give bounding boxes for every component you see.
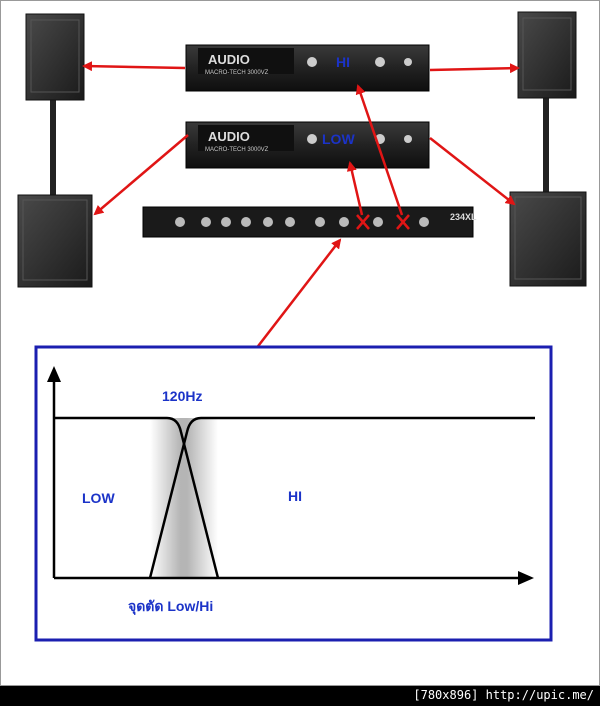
arrow-crossover-to-amp-hi: [355, 84, 404, 216]
speaker-top-left: [25, 13, 85, 195]
crossover-model: 234XL: [450, 212, 477, 222]
crossover-point-label: จุดตัด Low/Hi: [128, 598, 214, 614]
sound-system-diagram: [17, 11, 587, 642]
low-pass-curve: [54, 416, 220, 579]
graph-frame: [34, 345, 553, 642]
amp-hi-brand: AUDIO: [208, 52, 250, 67]
amplifier-low: [185, 121, 430, 169]
amp-low-tag: LOW: [322, 131, 355, 147]
amp-low-model: MACRO-TECH 3000VZ: [205, 147, 269, 153]
arrow-crossover-to-amp-low: [346, 161, 364, 216]
high-pass-curve: [148, 416, 535, 579]
subwoofer-left: [17, 194, 93, 288]
amp-hi-model: MACRO-TECH 3000VZ: [205, 70, 269, 76]
frequency-label: 120Hz: [162, 388, 203, 404]
arrow-amp-low-to-left-sub: [93, 134, 189, 216]
response-curves: [54, 416, 535, 579]
low-band-label: LOW: [82, 490, 115, 506]
arrow-amp-hi-to-right-speaker: [429, 63, 520, 74]
crossover-unit: [142, 206, 474, 238]
amplifier-hi: [185, 44, 430, 92]
arrow-amp-low-to-right-sub: [429, 137, 516, 206]
subwoofer-right: [509, 191, 587, 287]
amp-low-brand: AUDIO: [208, 129, 250, 144]
footer-source-text: [780x896] http://upic.me/: [413, 688, 594, 702]
arrow-amp-hi-to-left-speaker: [82, 61, 186, 72]
speaker-top-right: [517, 11, 577, 192]
hi-band-label: HI: [288, 488, 302, 504]
signal-arrows: [82, 61, 520, 381]
amp-hi-tag: HI: [336, 54, 350, 70]
footer-bar: [780x896] http://upic.me/: [0, 686, 600, 706]
graph-axes: [47, 366, 534, 585]
